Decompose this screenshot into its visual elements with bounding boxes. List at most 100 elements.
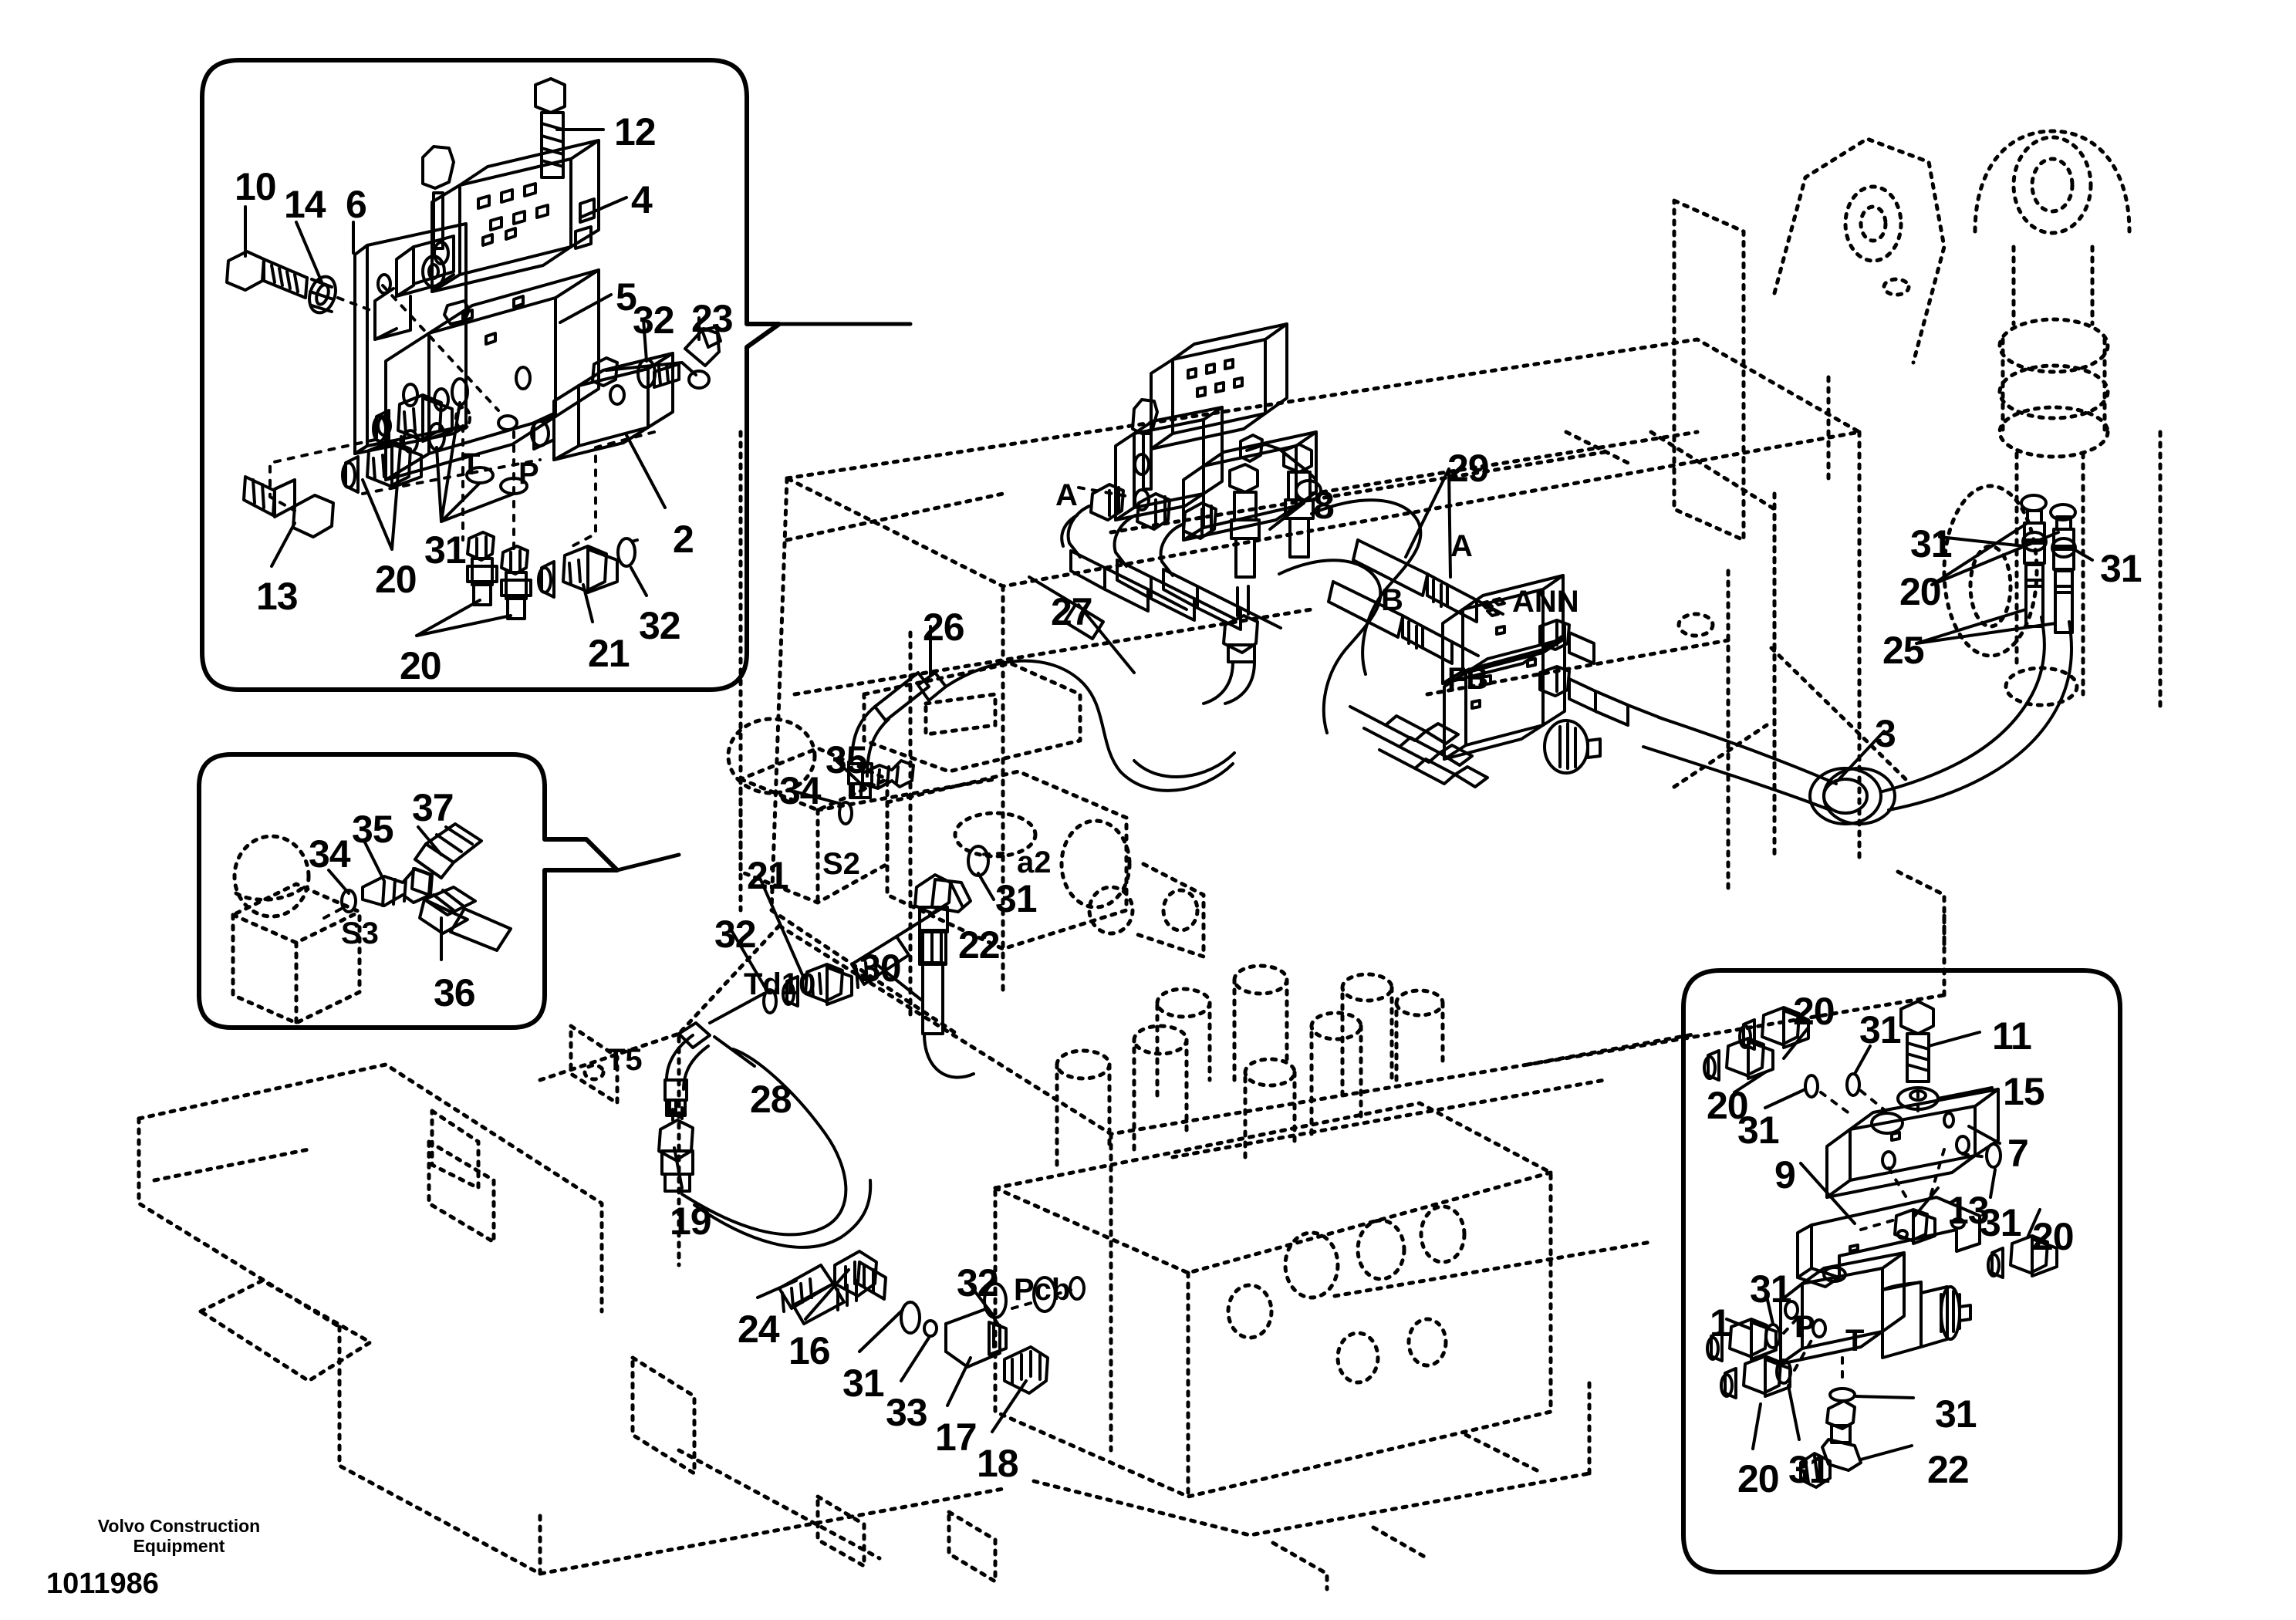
part-callout-34: 34 (779, 769, 822, 812)
part-callout-26: 26 (923, 606, 965, 649)
o-ring-32-main (762, 988, 778, 1014)
o-ring-pcb-b (1069, 1276, 1086, 1301)
panel-mid-left-pointer (615, 852, 681, 872)
leader-20e (2026, 1208, 2041, 1239)
solenoid-valve-assy (1779, 1251, 1972, 1365)
phantom-pump (726, 661, 1206, 959)
screw-12 (534, 77, 566, 179)
port-label-a: A (1450, 529, 1473, 563)
part-callout-16: 16 (788, 1329, 831, 1372)
part-callout-7: 7 (2007, 1132, 2029, 1175)
leader-7 (1967, 1125, 2001, 1145)
hose-8b (1278, 559, 1383, 734)
brand-line-1: Volvo Construction (97, 1516, 261, 1536)
hose-8 (1310, 498, 1423, 676)
part-callout-21: 21 (588, 632, 630, 675)
washer-14 (308, 275, 337, 315)
port-label-t: T (461, 447, 481, 481)
leader-21b (758, 875, 805, 980)
leader-11 (1927, 1031, 1981, 1048)
leader-34b (793, 790, 842, 805)
part-callout-31: 31 (1859, 1008, 1902, 1051)
manifold-block-5 (384, 268, 600, 481)
port-label-pcb: Pcb (1014, 1273, 1071, 1307)
leader-35b (835, 759, 867, 790)
part-callout-15: 15 (2003, 1070, 2045, 1113)
leader-31j (1938, 535, 2026, 548)
o-ring-32b (616, 537, 636, 568)
part-callout-31: 31 (1910, 522, 1953, 565)
ann-valve-block (1349, 574, 1665, 788)
leader-16 (804, 1268, 850, 1321)
leader-2 (625, 434, 667, 509)
leader-28 (713, 1035, 756, 1068)
panel-mid-left-border (197, 752, 620, 1030)
small-valve-2 (530, 352, 711, 461)
part-callout-30: 30 (859, 947, 902, 990)
o-ring-33-main (923, 1319, 938, 1338)
hose-36 (418, 886, 512, 952)
part-callout-31: 31 (995, 877, 1038, 920)
part-callout-23: 23 (691, 297, 734, 340)
phantom-tank (231, 834, 362, 1025)
o-ring-31-p3e (1775, 1358, 1792, 1385)
coupling-35 (361, 867, 434, 907)
leader-22b (949, 881, 964, 909)
leader-4 (579, 196, 628, 219)
part-callout-35: 35 (826, 738, 868, 781)
part-callout-17: 17 (935, 1416, 977, 1459)
leader-20g (1930, 521, 2060, 586)
phantom-machine-frame (677, 337, 1947, 1453)
part-callout-31: 31 (1737, 1109, 1780, 1152)
part-callout-20: 20 (1899, 570, 1942, 613)
leader-31c (1764, 1088, 1807, 1109)
junction-fitting-27 (1202, 585, 1259, 705)
leader-8 (1268, 501, 1305, 531)
part-callout-8: 8 (1313, 484, 1335, 527)
part-callout-20: 20 (1737, 1457, 1780, 1500)
o-ring-32-pcb (983, 1282, 1008, 1319)
leader-17 (946, 1356, 972, 1407)
part-callout-32: 32 (633, 299, 675, 342)
part-callout-14: 14 (284, 183, 326, 226)
leader-22 (1859, 1444, 1913, 1461)
port-label-s2: S2 (822, 847, 860, 881)
part-callout-2: 2 (673, 518, 694, 561)
part-callout-33: 33 (886, 1391, 928, 1434)
part-callout-32: 32 (714, 913, 757, 956)
leader-31f (1855, 1395, 1915, 1399)
part-callout-22: 22 (1927, 1448, 1970, 1491)
leader-9 (1799, 1162, 1856, 1225)
part-callout-20: 20 (400, 644, 442, 687)
elbow-22 (1799, 1399, 1862, 1489)
leader-32d (967, 1282, 995, 1318)
bolt-10 (225, 250, 309, 299)
part-callout-20: 20 (1707, 1084, 1749, 1127)
main-control-valve-assembly (1114, 322, 1322, 579)
fitting-20-d (500, 545, 532, 620)
port-label-td10: Td10 (744, 967, 816, 1001)
part-callout-31: 31 (2100, 547, 2142, 590)
leader-21 (582, 583, 594, 623)
part-callout-31: 31 (1980, 1201, 2022, 1244)
part-callout-1: 1 (1710, 1301, 1731, 1345)
o-ring-31-main (900, 1301, 921, 1335)
panel-bottom-right-border (1681, 968, 2122, 1574)
fitting-21 (537, 545, 619, 599)
port-label-s3: S3 (341, 916, 379, 950)
hose-to-cylinder-1 (1881, 616, 2046, 793)
part-callout-31: 31 (424, 528, 467, 572)
leader-31i (858, 1308, 904, 1353)
hose-24-long-b (693, 1203, 842, 1249)
part-callout-11: 11 (1992, 1014, 2032, 1058)
port-label-t: T (1845, 1324, 1865, 1358)
document-number: 1011986 (46, 1567, 159, 1600)
part-callout-27: 27 (1051, 590, 1093, 633)
part-callout-34: 34 (309, 832, 351, 876)
clamp-3 (1808, 767, 1896, 825)
leader-31e (1764, 1288, 1774, 1325)
o-ring-34 (340, 889, 357, 913)
phantom-control-valve-bank (993, 964, 1553, 1499)
